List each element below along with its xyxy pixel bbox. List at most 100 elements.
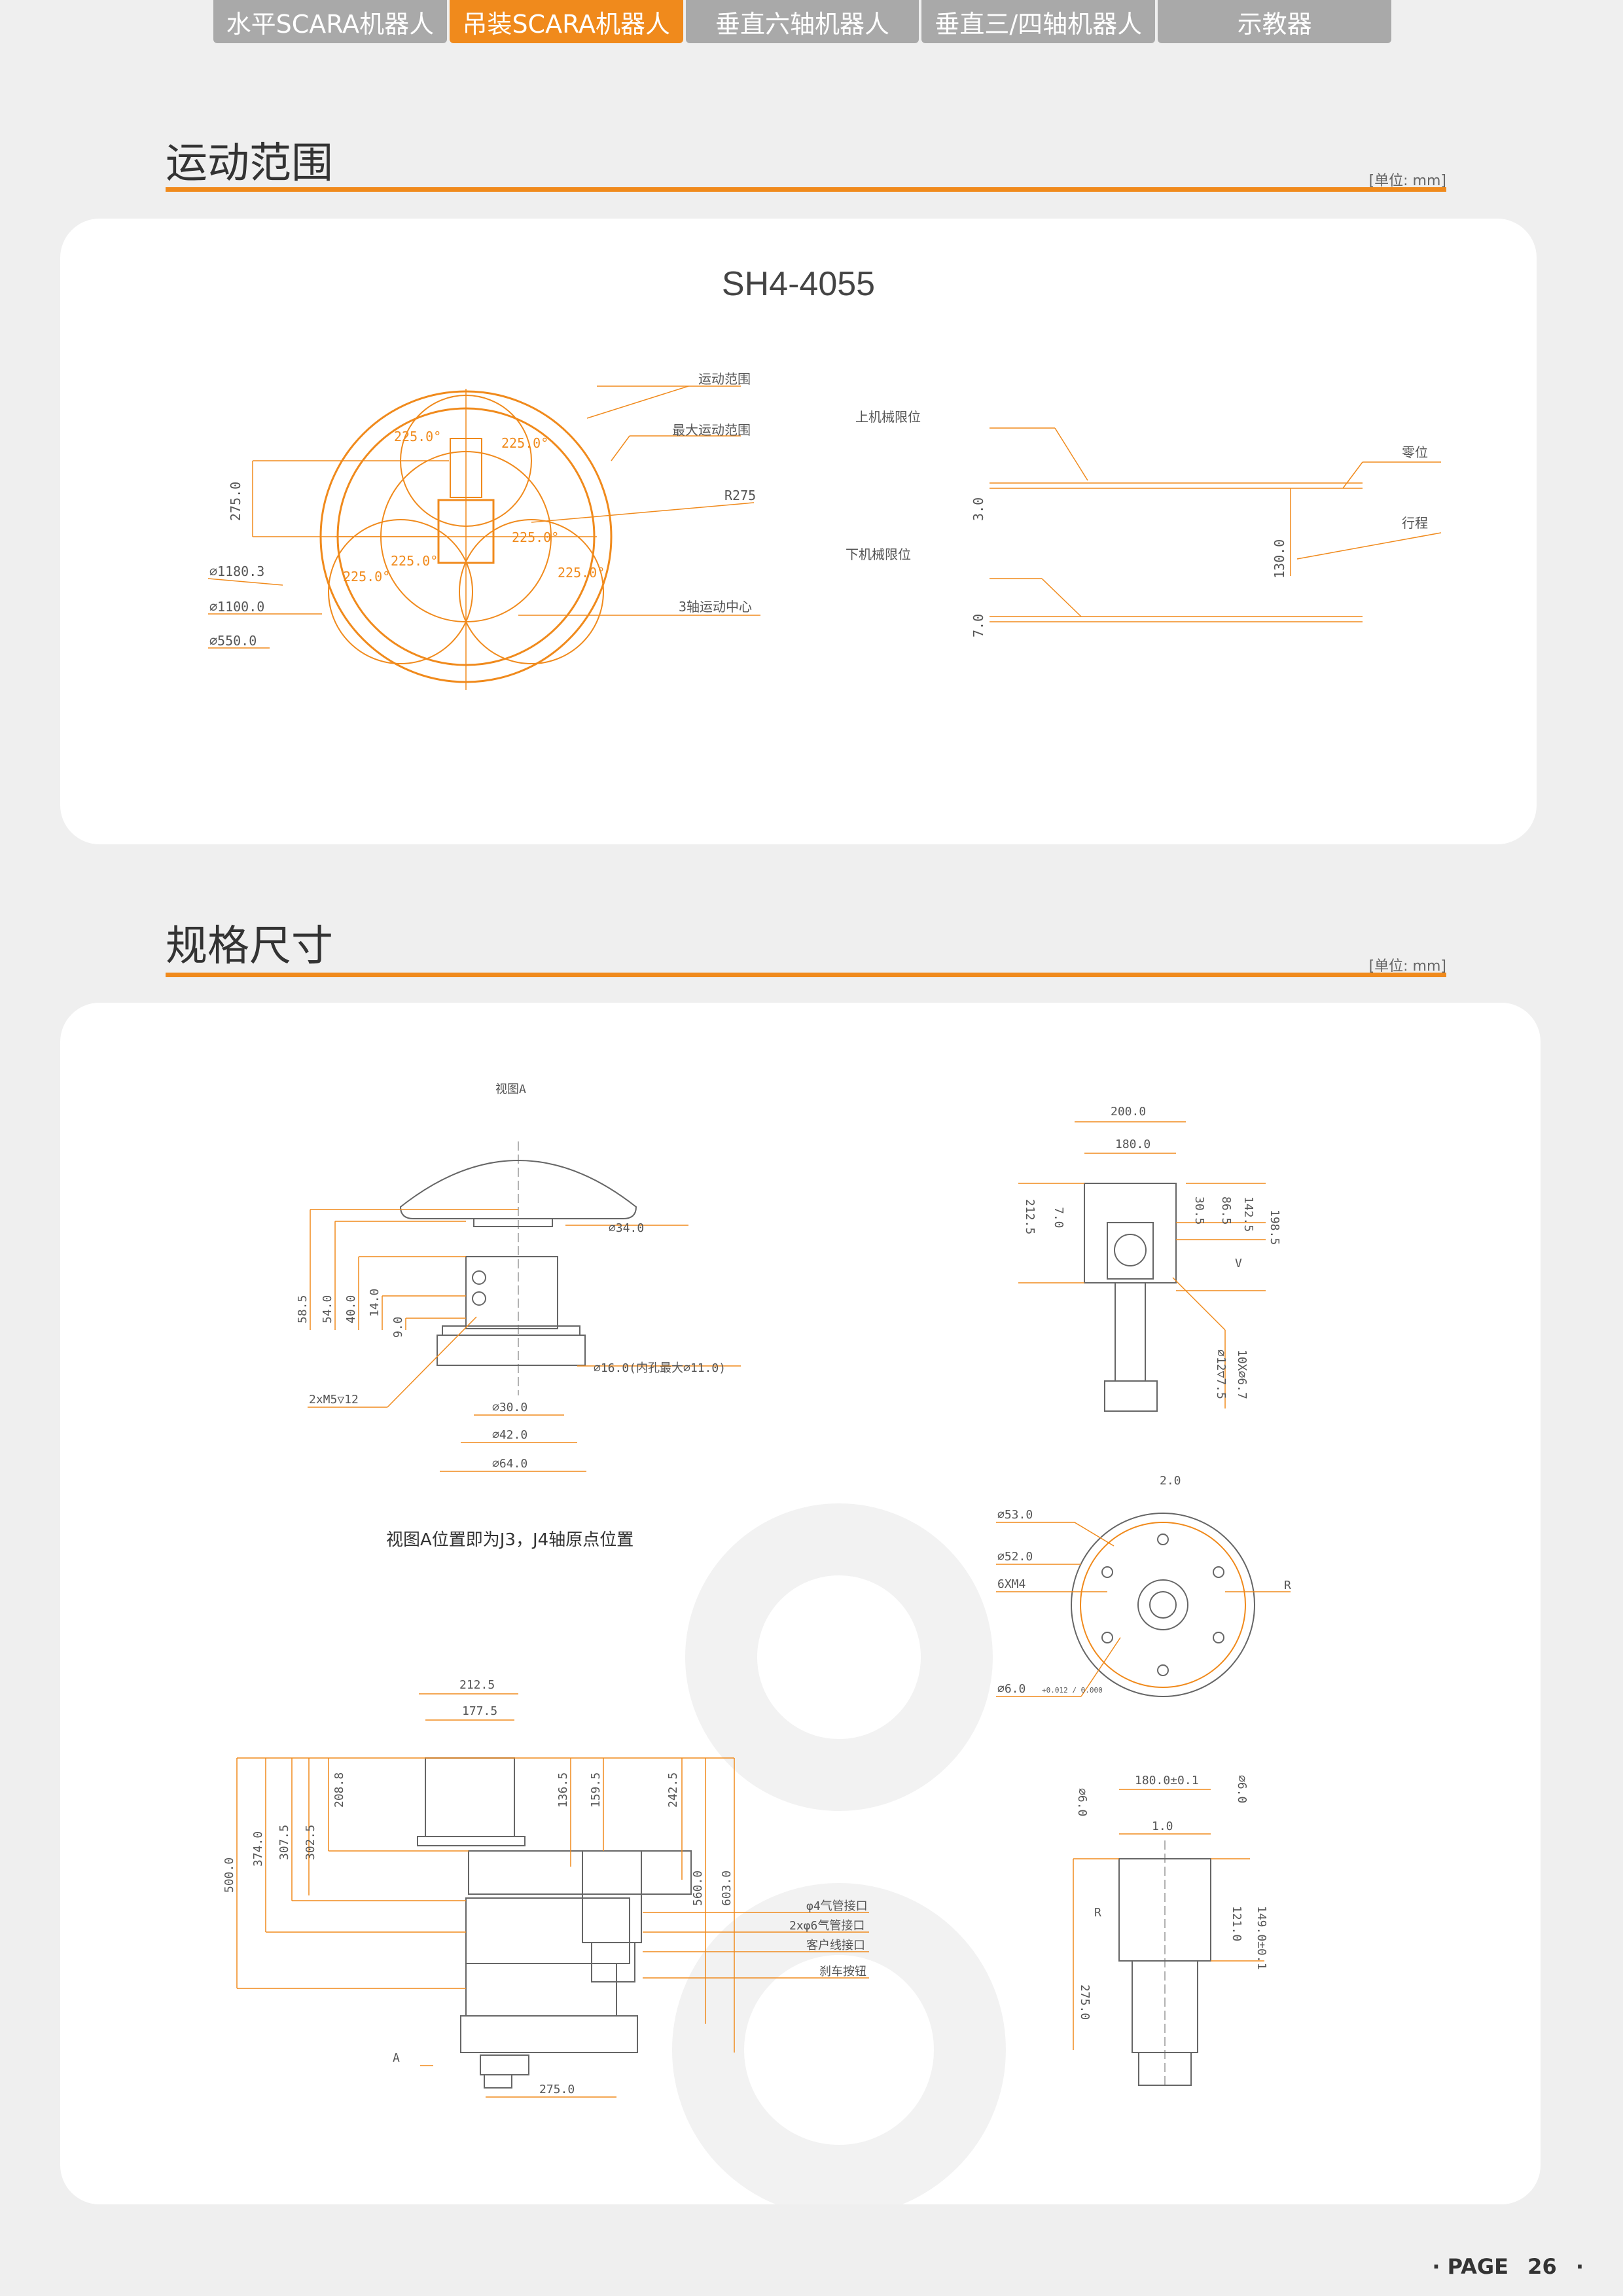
range-title-rule bbox=[166, 187, 1446, 192]
label-h7: 7.0 bbox=[1052, 1207, 1065, 1229]
label-chamfer: 2.0 bbox=[1160, 1474, 1181, 1488]
label-back-h275: 275.0 bbox=[1078, 1984, 1092, 2020]
watermark-logo bbox=[672, 1503, 1006, 2204]
label-d550: ∅550.0 bbox=[209, 633, 257, 649]
label-h307: 307.5 bbox=[277, 1825, 291, 1860]
label-angle-1: 225.0° bbox=[394, 429, 441, 444]
tab-teach-pendant[interactable]: 示教器 bbox=[1158, 0, 1391, 43]
label-h212: 212.5 bbox=[1023, 1199, 1037, 1234]
label-d1100: ∅1100.0 bbox=[209, 599, 264, 615]
label-back-d6b: ∅6.0 bbox=[1235, 1775, 1249, 1803]
range-panel: SH4-4055 bbox=[60, 219, 1537, 844]
label-back-w180: 180.0±0.1 bbox=[1135, 1774, 1199, 1787]
label-h560: 560.0 bbox=[691, 1871, 705, 1906]
label-h9: 9.0 bbox=[391, 1316, 405, 1338]
label-h58: 58.5 bbox=[296, 1295, 310, 1323]
label-r: R bbox=[1284, 1579, 1291, 1592]
label-user-port: 客户线接口 bbox=[806, 1939, 865, 1952]
label-angle-5: 225.0° bbox=[343, 569, 390, 584]
label-h14: 14.0 bbox=[368, 1289, 382, 1317]
label-w177: 177.5 bbox=[462, 1704, 497, 1718]
label-angle-2: 225.0° bbox=[501, 435, 548, 451]
label-h54: 54.0 bbox=[321, 1295, 334, 1323]
spec-unit-note: [单位: mm] bbox=[1368, 958, 1446, 975]
label-stroke: 行程 bbox=[1402, 515, 1428, 531]
label-r275: R275 bbox=[724, 488, 756, 503]
label-h208: 208.8 bbox=[332, 1772, 346, 1808]
label-h275: 275.0 bbox=[228, 482, 243, 521]
label-h142: 142.5 bbox=[1241, 1196, 1255, 1232]
label-view-a-marker: A bbox=[393, 2051, 400, 2065]
label-d16: ∅16.0(内孔最大∅11.0) bbox=[594, 1361, 726, 1375]
label-m4: 6XM4 bbox=[997, 1577, 1026, 1591]
label-h302: 302.5 bbox=[304, 1825, 317, 1860]
tab-ceiling-scara[interactable]: 吊装SCARA机器人 bbox=[449, 0, 683, 43]
spec-panel: 视图A位置即为J3，J4轴原点位置 bbox=[60, 1003, 1541, 2204]
label-cbore: ∅12▽7.5 bbox=[1214, 1350, 1228, 1399]
range-section-title: 运动范围 bbox=[166, 139, 333, 188]
label-h159: 159.5 bbox=[589, 1772, 603, 1808]
label-h198: 198.5 bbox=[1268, 1210, 1281, 1245]
view-a-title: 视图A bbox=[495, 1083, 526, 1096]
spec-title-rule bbox=[166, 973, 1446, 977]
back-view-drawing bbox=[1118, 1840, 1211, 2089]
label-v130: 130.0 bbox=[1272, 539, 1287, 579]
tab-horizontal-scara[interactable]: 水平SCARA机器人 bbox=[213, 0, 447, 43]
model-name: SH4-4055 bbox=[721, 265, 876, 303]
label-h136: 136.5 bbox=[556, 1772, 570, 1808]
label-lower-limit: 下机械限位 bbox=[846, 547, 911, 562]
label-h374: 374.0 bbox=[251, 1831, 265, 1867]
label-v: V bbox=[1235, 1257, 1242, 1270]
view-a-caption: 视图A位置即为J3，J4轴原点位置 bbox=[386, 1530, 634, 1550]
label-back-h149: 149.0±0.1 bbox=[1255, 1906, 1268, 1970]
label-d34: ∅34.0 bbox=[609, 1221, 644, 1235]
label-w275: 275.0 bbox=[539, 2083, 575, 2096]
tab-three-four-axis[interactable]: 垂直三/四轴机器人 bbox=[921, 0, 1156, 43]
label-h500: 500.0 bbox=[223, 1857, 236, 1893]
label-d42: ∅42.0 bbox=[492, 1428, 527, 1442]
page-number: 26 bbox=[1527, 2254, 1557, 2279]
label-d64: ∅64.0 bbox=[492, 1457, 527, 1471]
label-w200: 200.0 bbox=[1111, 1105, 1146, 1119]
label-motion-range: 运动范围 bbox=[698, 371, 751, 387]
label-angle-3: 225.0° bbox=[512, 529, 559, 545]
label-w180: 180.0 bbox=[1115, 1138, 1150, 1151]
product-nav-tabs: 水平SCARA机器人 吊装SCARA机器人 垂直六轴机器人 垂直三/四轴机器人 … bbox=[213, 0, 1391, 43]
label-axis3-center: 3轴运动中心 bbox=[679, 599, 752, 615]
flange-drawing bbox=[1071, 1513, 1255, 1697]
label-h40: 40.0 bbox=[344, 1295, 358, 1323]
motion-range-drawing: 运动范围 最大运动范围 R275 3轴运动中心 225.0° 225.0° 22… bbox=[207, 371, 1442, 690]
label-back-h121: 121.0 bbox=[1230, 1906, 1243, 1941]
label-d30: ∅30.0 bbox=[492, 1401, 527, 1414]
label-back-r: R bbox=[1094, 1906, 1101, 1920]
label-h30: 30.5 bbox=[1192, 1196, 1206, 1225]
label-v3: 3.0 bbox=[971, 497, 986, 521]
label-w212: 212.5 bbox=[459, 1678, 495, 1692]
label-air4: φ4气管接口 bbox=[806, 1899, 868, 1913]
label-h242: 242.5 bbox=[666, 1772, 680, 1808]
label-d53: ∅53.0 bbox=[997, 1508, 1033, 1522]
spec-section-title: 规格尺寸 bbox=[166, 922, 333, 971]
top-view-drawing bbox=[1084, 1183, 1177, 1412]
label-upper-limit: 上机械限位 bbox=[855, 409, 921, 425]
label-brake: 刹车按钮 bbox=[819, 1965, 866, 1979]
side-view-drawing bbox=[417, 1757, 692, 2089]
range-unit-note: [单位: mm] bbox=[1368, 173, 1446, 189]
label-m5: 2xM5▽12 bbox=[309, 1393, 359, 1407]
label-d52: ∅52.0 bbox=[997, 1550, 1033, 1564]
tab-six-axis[interactable]: 垂直六轴机器人 bbox=[685, 0, 919, 43]
label-h86: 86.5 bbox=[1219, 1196, 1233, 1225]
page-label: · PAGE bbox=[1432, 2254, 1509, 2279]
label-v7: 7.0 bbox=[971, 614, 986, 637]
label-air6: 2xφ6气管接口 bbox=[789, 1919, 865, 1933]
label-d6-tol: +0.012 / 0.000 bbox=[1042, 1686, 1103, 1695]
label-back-d6a: ∅6.0 bbox=[1075, 1788, 1089, 1816]
label-holes: 10X∅6.7 bbox=[1235, 1350, 1249, 1399]
label-zero: 零位 bbox=[1402, 444, 1428, 460]
view-a-drawing bbox=[399, 1141, 637, 1395]
spec-drawing: 视图A ∅34.0 ∅16.0(内孔最大∅11.0) 2xM5▽12 ∅30.0… bbox=[223, 1083, 1291, 2204]
label-d6: ∅6.0 bbox=[997, 1682, 1026, 1696]
page-dot: · bbox=[1575, 2254, 1584, 2279]
label-h603: 603.0 bbox=[720, 1871, 734, 1906]
label-angle-4: 225.0° bbox=[391, 553, 438, 569]
